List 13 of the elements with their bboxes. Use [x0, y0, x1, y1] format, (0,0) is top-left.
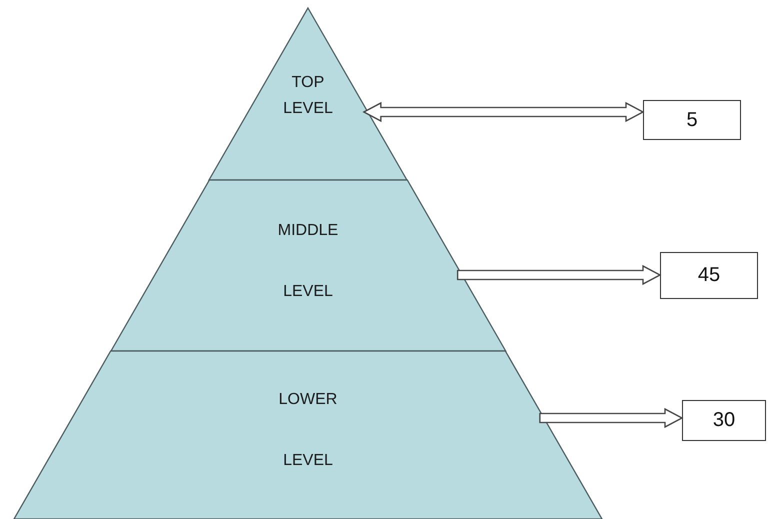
tier-label: LEVEL [283, 450, 333, 471]
tier-label: TOP LEVEL [282, 73, 334, 119]
value-box: 30 [682, 400, 766, 441]
block-arrow [362, 102, 644, 122]
tier-label: LOWER [278, 390, 338, 410]
tier-label: MIDDLE [278, 221, 338, 241]
pyramid-tier [14, 351, 602, 519]
block-arrow [539, 408, 684, 428]
block-arrow [456, 264, 662, 286]
value-box: 45 [660, 252, 758, 299]
tier-label: LEVEL [283, 282, 333, 302]
value-box: 5 [643, 100, 741, 140]
pyramid-tier [110, 180, 506, 351]
